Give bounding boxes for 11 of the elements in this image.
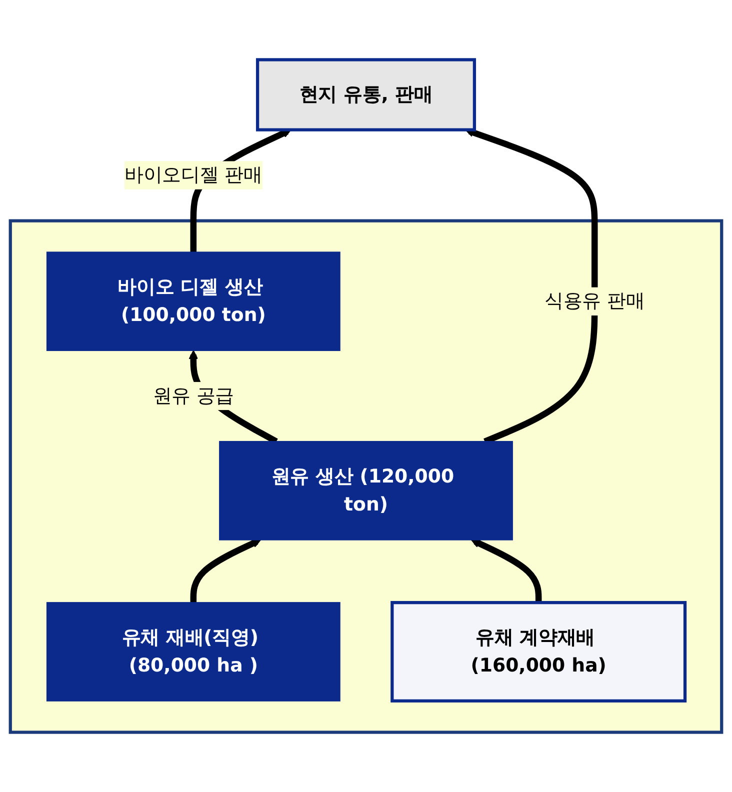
node-box: 바이오 디젤 생산 (100,000 ton) <box>46 252 340 352</box>
arrow <box>190 538 262 603</box>
arrow <box>470 538 542 603</box>
edge-label: 원유 공급 <box>152 385 234 407</box>
cluster <box>8 219 724 734</box>
node-box: 유채 계약재배 (160,000 ha) <box>390 601 687 702</box>
node-box: 원유 생산 (120,000 ton) <box>219 440 513 540</box>
edge-label: 식용유 판매 <box>544 290 645 312</box>
node-box: 현지 유통, 판매 <box>256 58 476 132</box>
node-box: 유채 재배(직영) (80,000 ha ) <box>46 602 340 702</box>
edge-label: 바이오디젤 판매 <box>124 164 262 186</box>
